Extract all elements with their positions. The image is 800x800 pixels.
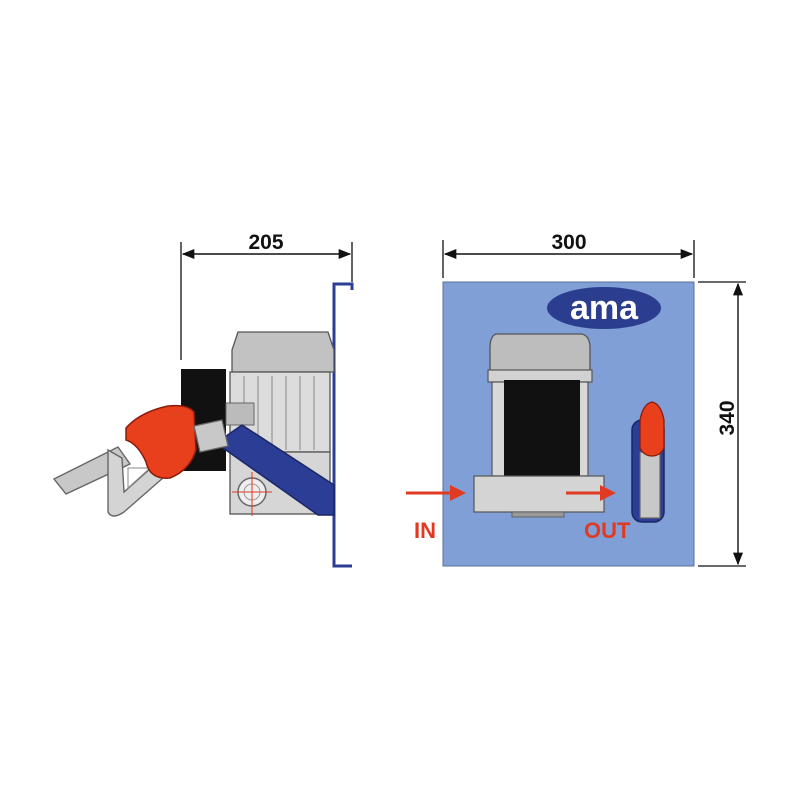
front-view: 300 340 ama [406, 231, 746, 567]
outlet-flow-arrow-icon [566, 485, 616, 501]
inlet-port [232, 472, 272, 516]
front-width-dimension: 300 [442, 231, 695, 278]
side-width-label: 205 [248, 231, 283, 254]
inlet-flow-arrow-icon [406, 485, 466, 501]
side-width-dimension: 205 [180, 231, 353, 360]
nozzle-holster [631, 401, 665, 523]
hose-coupling [225, 402, 255, 426]
fuel-nozzle-icon [52, 404, 229, 517]
ama-logo: ama [547, 287, 661, 329]
inlet-label: IN [414, 518, 436, 543]
motor-cap [231, 331, 335, 373]
front-motor-dark-panel [504, 380, 580, 476]
front-width-label: 300 [551, 231, 586, 254]
front-height-label: 340 [716, 400, 739, 435]
outlet-label: OUT [584, 518, 631, 543]
side-view: 205 [52, 231, 354, 568]
front-height-dimension: 340 [698, 281, 746, 567]
wall-bracket [332, 282, 354, 568]
front-motor-cap [489, 333, 591, 373]
logo-text: ama [570, 289, 639, 327]
front-pump-foot [511, 511, 565, 518]
hose [214, 424, 335, 516]
